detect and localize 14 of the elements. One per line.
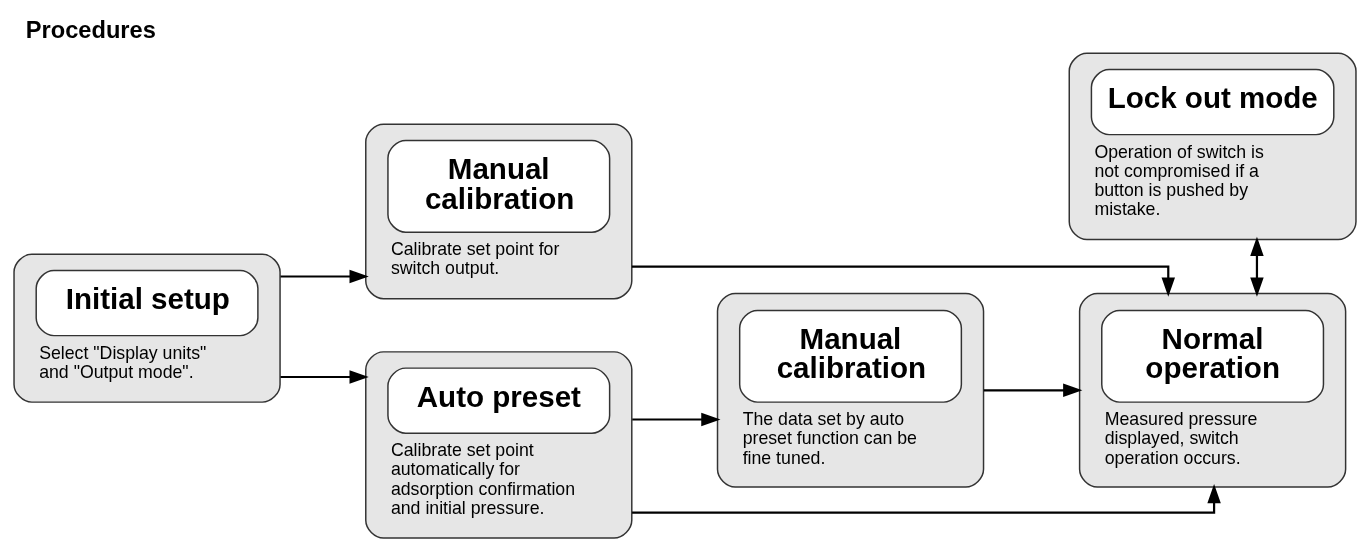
- arrow: [983, 383, 1083, 398]
- arrow: [632, 483, 1221, 514]
- node-box: Lock out mode Operation of switch is not compromised if a button is pushed by mistake.: [1068, 52, 1357, 241]
- node-box: Manual calibration The data set by auto preset function can be fine tuned.: [716, 292, 985, 488]
- node-box: Auto preset Calibrate set point automatically for adsorption confirmation and initial pressure.: [365, 351, 633, 539]
- arrow: [631, 265, 1175, 297]
- arrow: [280, 269, 369, 284]
- diagram-title: Procedures: [25, 17, 156, 44]
- arrow: [632, 412, 721, 427]
- node-box: Initial setup Select "Display units" and "Output mode".: [13, 253, 281, 403]
- node-box: Manual calibration Calibrate set point for switch output.: [365, 123, 633, 300]
- arrow: [280, 370, 369, 384]
- arrow: [1250, 236, 1264, 297]
- node-box: Normal operation Measured pressure displayed, switch operation occurs.: [1078, 292, 1347, 488]
